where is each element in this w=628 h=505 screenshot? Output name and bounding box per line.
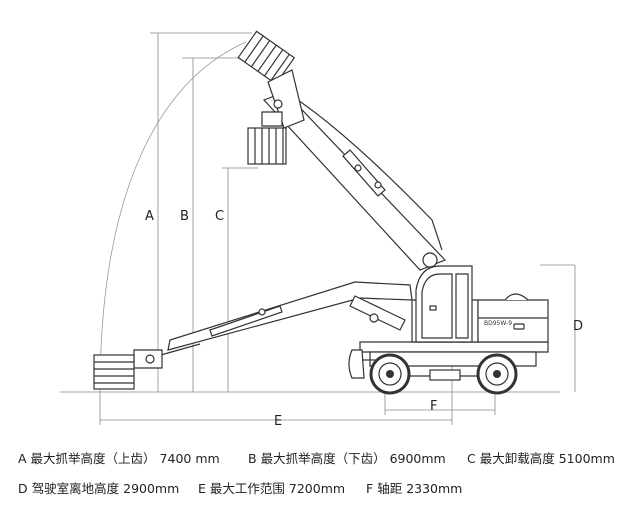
- spec-d-label: 驾驶室离地高度: [31, 481, 120, 496]
- spec-a-value: 7400 mm: [159, 451, 220, 466]
- lowered-boom: [149, 281, 413, 359]
- dim-label-e: E: [274, 414, 282, 429]
- spec-e-letter: E: [198, 481, 206, 496]
- spec-d-letter: D: [18, 481, 28, 496]
- spec-e-value: 7200mm: [288, 481, 346, 496]
- dim-label-a: A: [145, 209, 154, 224]
- rear-wheel: [476, 353, 518, 395]
- spec-f: F 轴距 2330mm: [366, 478, 462, 497]
- spec-a-label: 最大抓举高度（上齿）: [30, 451, 156, 466]
- spec-b-value: 6900mm: [389, 451, 446, 466]
- spec-b: B 最大抓举高度（下齿） 6900mm: [248, 448, 446, 467]
- model-label: BD95W-9: [484, 320, 512, 327]
- dim-label-d: D: [573, 319, 583, 334]
- spec-f-letter: F: [366, 481, 374, 496]
- spec-c-value: 5100mm: [558, 451, 615, 466]
- spec-a-letter: A: [18, 451, 27, 466]
- reach-arc: [99, 41, 247, 393]
- spec-c-label: 最大卸载高度: [479, 451, 555, 466]
- spec-e: E 最大工作范围 7200mm: [198, 478, 345, 497]
- spec-d: D 驾驶室离地高度 2900mm: [18, 478, 179, 497]
- machine-dimension-diagram: A B C D E F BD95W-9: [60, 30, 583, 429]
- hanging-grapple: [247, 111, 287, 165]
- raised-boom: [262, 91, 447, 271]
- dim-label-c: C: [215, 209, 224, 224]
- lowered-grapple: [93, 349, 163, 390]
- raised-grapple-open: [237, 30, 296, 85]
- spec-e-label: 最大工作范围: [209, 481, 285, 496]
- front-wheel: [369, 353, 411, 395]
- spec-f-value: 2330mm: [406, 481, 463, 496]
- dim-label-b: B: [180, 209, 189, 224]
- operator-cab: [415, 265, 473, 343]
- spec-f-label: 轴距: [377, 481, 403, 496]
- spec-b-label: 最大抓举高度（下齿）: [260, 451, 386, 466]
- spec-a: A 最大抓举高度（上齿） 7400 mm: [18, 448, 220, 467]
- spec-c-letter: C: [467, 451, 476, 466]
- dim-label-f: F: [430, 399, 437, 414]
- spec-b-letter: B: [248, 451, 257, 466]
- spec-c: C 最大卸载高度 5100mm: [467, 448, 615, 467]
- spec-d-value: 2900mm: [123, 481, 180, 496]
